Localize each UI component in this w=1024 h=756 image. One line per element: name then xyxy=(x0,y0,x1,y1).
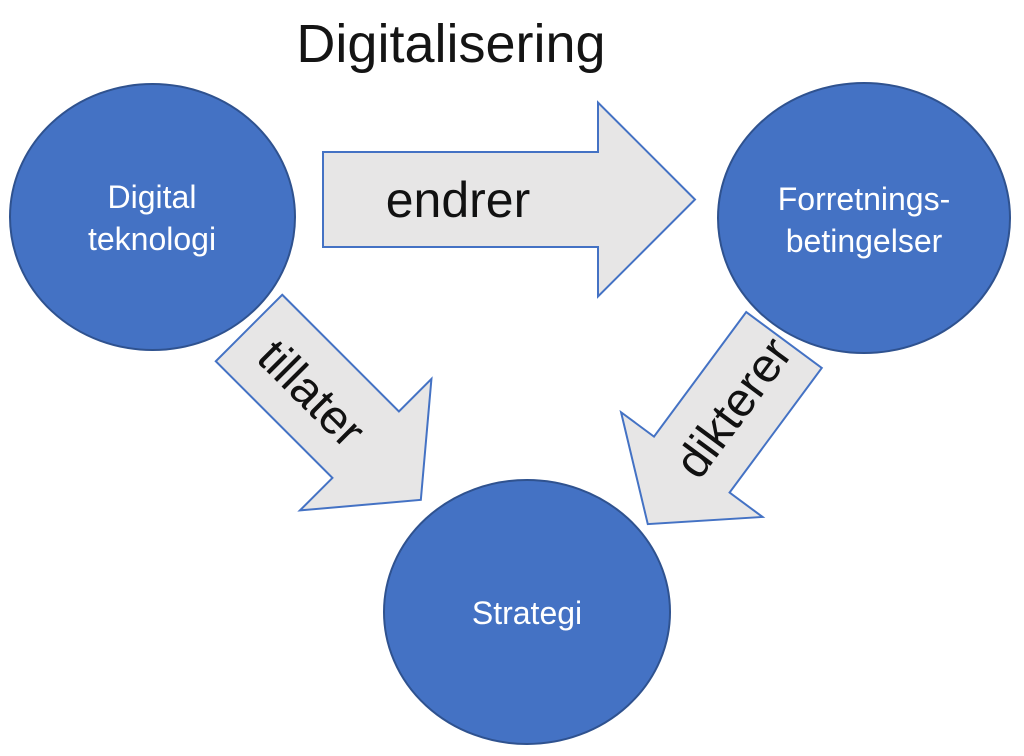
node-strategi-label: Strategi xyxy=(472,595,582,631)
arrow-tillater-shape xyxy=(214,293,433,512)
node-forretningsbetingelser-label-line1: Forretnings- xyxy=(778,181,951,217)
arrow-endrer-label: endrer xyxy=(386,172,531,228)
node-strategi-ellipse xyxy=(383,479,671,745)
node-digital-teknologi-label-line2: teknologi xyxy=(88,221,216,257)
arrow-endrer-shape xyxy=(322,100,697,299)
node-forretningsbetingelser-label-line2: betingelser xyxy=(786,223,943,259)
node-digital-teknologi-label-line1: Digital xyxy=(108,179,197,215)
page-title: Digitalisering xyxy=(296,14,605,74)
arrow-dikterer-shape xyxy=(619,310,824,526)
node-digital-teknologi-ellipse xyxy=(9,83,296,351)
node-forretningsbetingelser-ellipse xyxy=(717,82,1011,354)
